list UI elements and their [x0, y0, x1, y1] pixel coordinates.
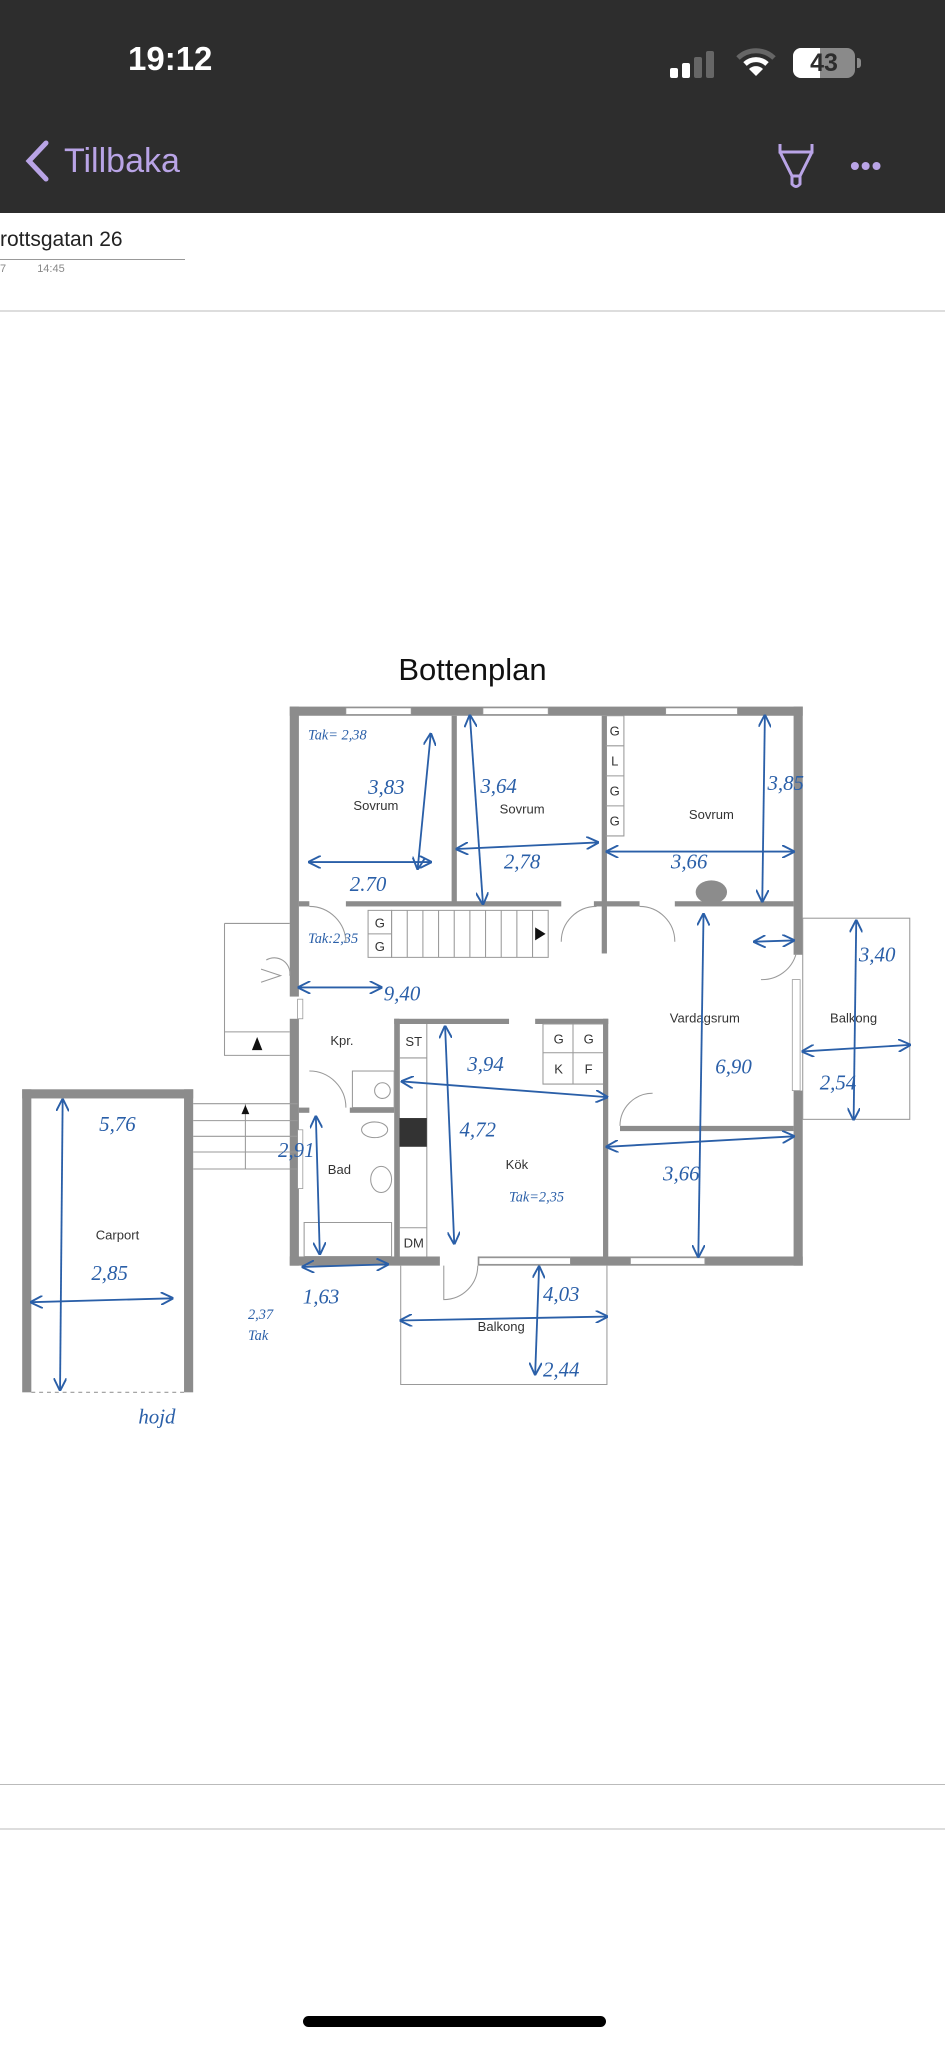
battery-icon: 43	[793, 48, 855, 78]
room-label: Sovrum	[500, 802, 545, 817]
annotation: 3,85	[766, 771, 804, 795]
annotation: 3,64	[479, 774, 517, 798]
windows	[297, 707, 801, 1265]
annotation: 3,66	[670, 850, 708, 874]
fixture-label: F	[585, 1062, 593, 1077]
wifi-icon	[736, 48, 776, 76]
annotation: 2,37	[248, 1307, 274, 1323]
document-date: 7	[0, 263, 7, 275]
annotation: 2,54	[820, 1070, 857, 1094]
closet-label: G	[610, 813, 620, 828]
annotation: 3,66	[662, 1162, 700, 1186]
title-underline	[0, 259, 185, 260]
page-divider	[0, 1784, 945, 1785]
annotation: 5,76	[99, 1112, 136, 1136]
back-button[interactable]: Tillbaka	[24, 140, 180, 182]
annotation: 3,83	[367, 775, 405, 799]
battery-tip	[857, 58, 861, 68]
home-indicator[interactable]	[303, 2016, 606, 2027]
closet-label: G	[610, 783, 620, 798]
closet-label: G	[610, 723, 620, 738]
cellular-signal-icon	[670, 50, 716, 78]
annotation: 2,44	[543, 1358, 580, 1382]
room-label: Carport	[96, 1228, 140, 1243]
document-title: rottsgatan 26	[0, 228, 123, 251]
closet-label: L	[611, 753, 618, 768]
handwritten-annotations: Tak= 2,38 3,83 2.70 3,64 2,78 3,66 3,85 …	[91, 727, 896, 1428]
annotation: Tak=2,35	[509, 1190, 564, 1206]
chevron-left-icon	[25, 140, 49, 182]
closet-label: G	[375, 915, 385, 930]
battery-level: 43	[810, 49, 838, 77]
document-time: 14:45	[37, 263, 65, 275]
room-label: Vardagsrum	[670, 1011, 740, 1026]
more-options-button[interactable]: •••	[850, 150, 883, 181]
annotation: 4,03	[543, 1282, 580, 1306]
status-time: 19:12	[128, 40, 213, 77]
annotation: 3,40	[858, 942, 896, 966]
page-divider	[0, 1828, 945, 1830]
page-divider	[0, 310, 945, 312]
stove	[399, 1118, 427, 1147]
room-label: Bad	[328, 1162, 351, 1177]
annotation: Tak= 2,38	[308, 727, 367, 743]
room-label: Sovrum	[353, 798, 398, 813]
room-label: Balkong	[830, 1011, 877, 1026]
fixture-label: K	[554, 1062, 563, 1077]
annotation: 9,40	[384, 981, 421, 1005]
top-bar: 19:12 43 Tillbaka •••	[0, 0, 945, 213]
annotation: 2,78	[504, 850, 541, 874]
back-label: Tillbaka	[64, 141, 180, 180]
annotation: 6,90	[715, 1055, 752, 1079]
room-label: Balkong	[478, 1319, 525, 1334]
fixture-label: G	[584, 1032, 594, 1047]
room-label: Kpr.	[330, 1033, 353, 1048]
highlighter-icon[interactable]	[774, 142, 818, 190]
annotation: 3,94	[466, 1052, 504, 1076]
annotation: 4,72	[459, 1117, 496, 1141]
outlines	[31, 715, 911, 1393]
document-meta: 7 14:45	[0, 263, 93, 275]
annotation: 2,85	[91, 1261, 128, 1285]
room-label: Sovrum	[689, 807, 734, 822]
fixture-label: G	[554, 1032, 564, 1047]
floor-drain	[695, 880, 728, 904]
room-labels: Sovrum Sovrum Sovrum Vardagsrum Balkong …	[96, 723, 877, 1334]
annotation: 2,91	[278, 1138, 315, 1162]
handwritten-arrows	[31, 716, 909, 1390]
walls	[22, 706, 803, 1393]
fixture-label: DM	[404, 1235, 424, 1250]
annotation: Tak:2,35	[308, 931, 358, 947]
closet-label: G	[375, 939, 385, 954]
fixture-label: ST	[405, 1034, 422, 1049]
annotation: 2.70	[350, 872, 387, 896]
room-label: Kök	[506, 1157, 529, 1172]
plan-title: Bottenplan	[398, 652, 547, 687]
annotation: hojd	[138, 1405, 176, 1429]
annotation: Tak	[248, 1328, 269, 1344]
annotation: 1,63	[303, 1285, 340, 1309]
